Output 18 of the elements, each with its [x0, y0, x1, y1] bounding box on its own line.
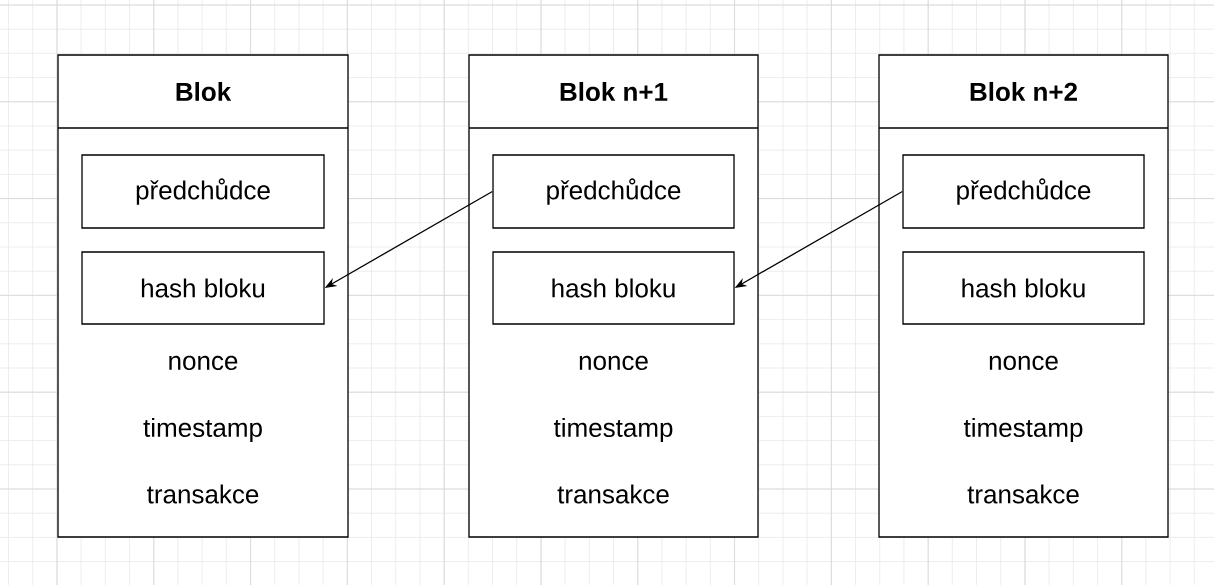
field-label: nonce — [169, 355, 238, 371]
field-label: timestamp — [963, 417, 1083, 443]
block-title: Blok n+2 — [970, 81, 1077, 102]
field-label: nonce — [579, 355, 648, 371]
field-box: hash bloku — [81, 251, 325, 325]
field-box: hash bloku — [902, 251, 1145, 325]
field-label: transakce — [557, 484, 669, 504]
block-title: Blok n+1 — [560, 81, 668, 102]
field-box: hash bloku — [492, 251, 735, 325]
field-box: předchůdce — [902, 154, 1145, 229]
field-label: transakce — [147, 484, 259, 504]
field-label: timestamp — [553, 417, 673, 443]
field-label: nonce — [989, 355, 1058, 371]
field-label: transakce — [967, 484, 1079, 504]
field-box: předchůdce — [81, 154, 325, 229]
block-title: Blok — [176, 81, 232, 102]
field-box: předchůdce — [492, 154, 735, 229]
field-label: timestamp — [143, 417, 262, 443]
